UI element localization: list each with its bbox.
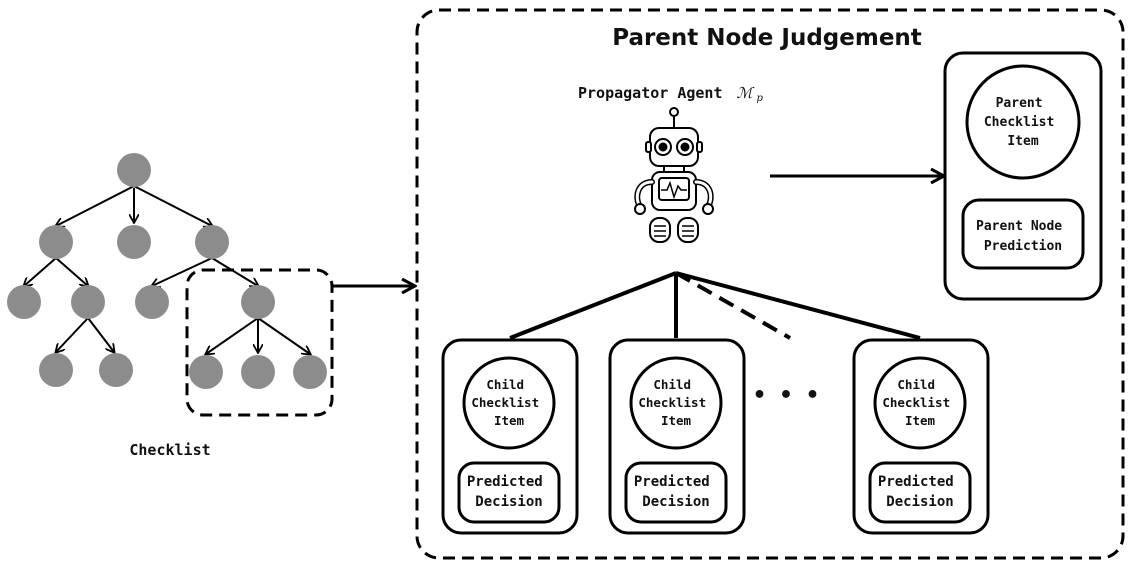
parent-item-line: Item	[1007, 134, 1038, 149]
child-item-line: Item	[905, 413, 936, 428]
parent-prediction-text: Parent Node Prediction	[976, 219, 1070, 254]
child-item-line: Item	[494, 413, 525, 428]
child-decision-line: Decision	[886, 494, 953, 510]
child-item-circle	[462, 356, 556, 450]
agent-label: Propagator Agent	[578, 84, 723, 102]
tree-edge	[87, 317, 114, 352]
parent-item-line: Checklist	[984, 115, 1054, 130]
child-item-line: Checklist	[638, 395, 706, 410]
tree-edge	[211, 257, 258, 286]
agent-symbol-sub: p	[757, 93, 764, 104]
child-box-1: Child Checklist Item Predicted Decision	[441, 338, 579, 535]
tree-edge	[56, 185, 135, 226]
tree-edge	[257, 317, 310, 354]
child-decision-text: Predicted Decision	[878, 474, 962, 510]
parent-box: Parent Checklist Item Parent Node Predic…	[943, 51, 1103, 301]
parent-prediction-line: Parent Node	[976, 219, 1062, 234]
child-item-line: Child	[897, 377, 935, 392]
child-item-text: Child Checklist Item	[882, 377, 957, 428]
tree-node	[39, 225, 73, 259]
checklist-tree	[7, 153, 334, 417]
fan-line	[509, 271, 677, 340]
child-decision-line: Predicted	[634, 474, 710, 490]
child-decision-line: Predicted	[878, 474, 954, 490]
child-decision-text: Predicted Decision	[634, 474, 718, 510]
fan-line	[675, 271, 921, 340]
child-item-circle	[629, 356, 723, 450]
checklist-label: Checklist	[129, 441, 210, 459]
fan-out-lines	[509, 271, 921, 340]
agent-label-line: Propagator Agent ℳ p	[578, 84, 764, 104]
tree-edge	[206, 317, 259, 354]
child-box-3: Child Checklist Item Predicted Decision	[852, 338, 990, 535]
tree-node	[293, 355, 327, 389]
parent-item-line: Parent	[996, 96, 1043, 111]
tree-node	[189, 355, 223, 389]
parent-item-text: Parent Checklist Item	[984, 96, 1062, 149]
fan-line-dashed	[675, 271, 791, 340]
child-item-text: Child Checklist Item	[471, 377, 546, 428]
judgement-panel	[415, 8, 1125, 560]
ellipsis: • • •	[753, 383, 819, 408]
parent-prediction-line: Prediction	[984, 239, 1062, 254]
tree-node	[117, 153, 151, 187]
child-decision-box	[457, 461, 561, 524]
parent-item-circle	[965, 64, 1081, 180]
tree-edge	[56, 317, 89, 352]
child-decision-line: Predicted	[467, 474, 543, 490]
agent-symbol: ℳ	[737, 84, 755, 102]
child-item-line: Item	[661, 413, 692, 428]
child-decision-line: Decision	[475, 494, 542, 510]
tree-node	[195, 225, 229, 259]
tree-node	[117, 225, 151, 259]
parent-prediction-box	[961, 198, 1085, 270]
tree-edge	[55, 257, 88, 286]
panel-title: Parent Node Judgement	[612, 25, 922, 51]
tree-edge	[152, 257, 213, 286]
child-item-line: Child	[653, 377, 691, 392]
child-decision-text: Predicted Decision	[467, 474, 551, 510]
tree-node	[39, 353, 73, 387]
child-item-line: Checklist	[471, 395, 539, 410]
tree-node	[135, 285, 169, 319]
subtree-highlight	[185, 268, 334, 417]
tree-node	[7, 285, 41, 319]
child-item-line: Checklist	[882, 395, 950, 410]
child-box-2: Child Checklist Item Predicted Decision	[608, 338, 746, 535]
tree-node	[99, 353, 133, 387]
child-item-text: Child Checklist Item	[638, 377, 713, 428]
child-item-line: Child	[486, 377, 524, 392]
child-decision-box	[868, 461, 972, 524]
tree-node	[241, 355, 275, 389]
tree-edge	[24, 257, 57, 286]
child-item-circle	[873, 356, 967, 450]
child-decision-box	[624, 461, 728, 524]
tree-edge	[133, 185, 212, 226]
child-decision-line: Decision	[642, 494, 709, 510]
tree-node	[71, 285, 105, 319]
robot-icon	[634, 107, 714, 243]
tree-node	[241, 285, 275, 319]
